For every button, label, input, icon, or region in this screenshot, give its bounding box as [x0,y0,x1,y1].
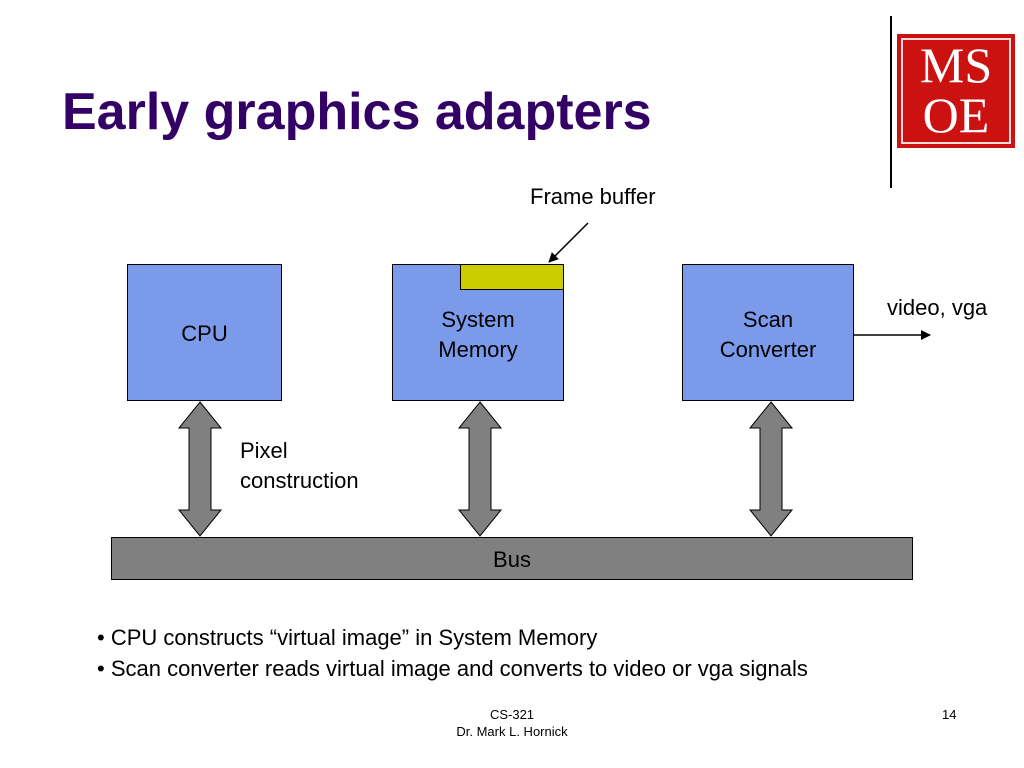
page-number: 14 [942,707,957,722]
footer-author: Dr. Mark L. Hornick [456,724,568,739]
video-output-label: video, vga [887,295,988,320]
bus-label: Bus [493,547,531,572]
memory-bus-double-arrow [457,401,503,537]
system-memory-label-1: System [441,307,515,332]
logo-border [901,38,1011,144]
pixel-label-line-1: Pixel [240,438,288,463]
divider-line [890,16,892,188]
cpu-bus-double-arrow [177,401,223,537]
frame-buffer-label: Frame buffer [530,184,656,209]
frame-buffer-pointer-arrow [548,222,589,263]
logo-line-2: OE [922,87,990,143]
cpu-box: CPU [127,264,282,401]
bullet-list: • CPU constructs “virtual image” in Syst… [97,622,808,684]
slide-title: Early graphics adapters [62,83,652,141]
bullet-item: • Scan converter reads virtual image and… [97,656,808,681]
bullet-item: • CPU constructs “virtual image” in Syst… [97,625,598,650]
logo-line-1: MS [919,37,993,93]
bus-bar: Bus [111,537,913,580]
pixel-label-line-2: construction [240,468,359,493]
footer-course: CS-321 [489,707,535,722]
scan-bus-double-arrow [748,401,794,537]
frame-buffer-block [460,264,564,290]
scan-converter-label-2: Converter [719,337,817,362]
msoe-logo: MS OE [897,34,1015,148]
cpu-label: CPU [181,321,228,346]
pixel-construction-label: Pixel construction [240,436,359,496]
system-memory-label-2: Memory [438,337,518,362]
scan-converter-box: Scan Converter [682,264,854,401]
scan-converter-label-1: Scan [742,307,794,332]
